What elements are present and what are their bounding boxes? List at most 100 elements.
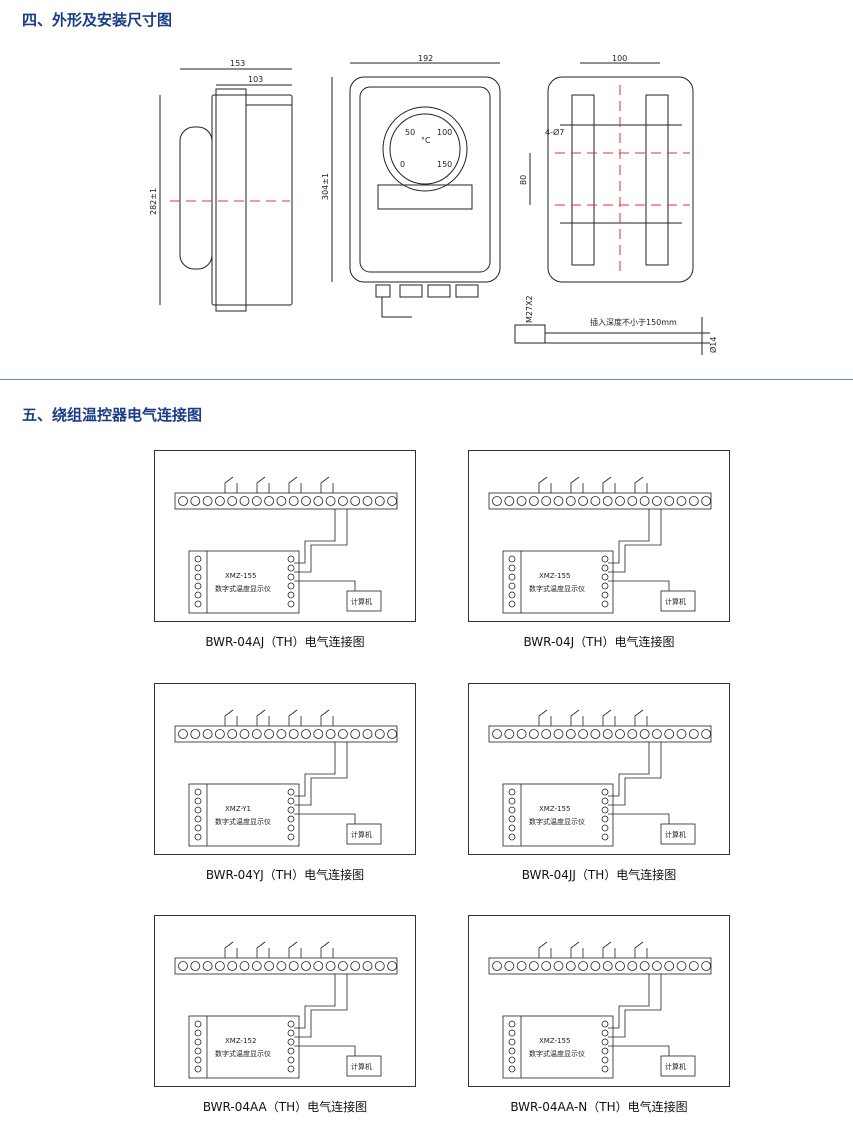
caption-04j: BWR-04J（TH）电气连接图 bbox=[523, 635, 675, 649]
dial-label-unit: °C bbox=[421, 136, 431, 145]
terminal bbox=[350, 961, 361, 971]
computer-label: 计算机 bbox=[665, 1062, 686, 1071]
terminal bbox=[337, 496, 348, 506]
terminal bbox=[553, 496, 564, 506]
computer-label: 计算机 bbox=[351, 830, 372, 839]
terminal bbox=[227, 961, 238, 971]
terminal bbox=[602, 496, 613, 506]
terminal bbox=[565, 961, 576, 971]
terminal bbox=[701, 961, 712, 971]
terminal bbox=[387, 729, 398, 739]
module-label: 数字式温度显示仪 bbox=[529, 1049, 585, 1058]
terminal bbox=[529, 729, 539, 739]
dim-80: 80 bbox=[519, 175, 528, 185]
terminal bbox=[301, 496, 311, 506]
terminal bbox=[492, 961, 502, 971]
terminal bbox=[288, 496, 299, 506]
terminal bbox=[553, 729, 564, 739]
terminal bbox=[325, 729, 336, 739]
terminal bbox=[639, 496, 650, 506]
terminal bbox=[251, 961, 262, 971]
terminal bbox=[492, 496, 502, 506]
terminal bbox=[651, 496, 662, 506]
terminal bbox=[387, 961, 398, 971]
terminal bbox=[251, 496, 262, 506]
terminal bbox=[313, 729, 324, 739]
terminal bbox=[688, 729, 699, 739]
terminal bbox=[190, 496, 201, 506]
dim-diameter: Ø14 bbox=[708, 337, 718, 353]
terminal bbox=[615, 729, 625, 739]
caption-04aa: BWR-04AA（TH）电气连接图 bbox=[202, 1100, 368, 1114]
terminal bbox=[313, 496, 324, 506]
terminal bbox=[190, 729, 201, 739]
terminal bbox=[504, 496, 515, 506]
terminal bbox=[288, 961, 299, 971]
terminal bbox=[701, 729, 712, 739]
caption-04aa-n: BWR-04AA-N（TH）电气连接图 bbox=[510, 1100, 688, 1114]
dim-103: 103 bbox=[248, 75, 263, 84]
module-model: XMZ-Y1 bbox=[225, 805, 251, 813]
terminal bbox=[578, 961, 588, 971]
terminal bbox=[701, 496, 712, 506]
terminal bbox=[276, 961, 287, 971]
terminal bbox=[541, 729, 552, 739]
terminal bbox=[178, 961, 188, 971]
terminal bbox=[590, 961, 601, 971]
module-model: XMZ-155 bbox=[539, 572, 570, 580]
terminal bbox=[676, 729, 687, 739]
module-label: 数字式温度显示仪 bbox=[529, 817, 585, 826]
terminal bbox=[639, 729, 650, 739]
terminal bbox=[264, 729, 274, 739]
dial-label-50: 50 bbox=[405, 128, 415, 137]
terminal bbox=[362, 961, 373, 971]
terminal bbox=[565, 729, 576, 739]
terminal bbox=[615, 961, 625, 971]
terminal bbox=[350, 729, 361, 739]
module-label: 数字式温度显示仪 bbox=[215, 1049, 271, 1058]
terminal bbox=[178, 496, 188, 506]
terminal bbox=[264, 961, 274, 971]
terminal bbox=[313, 961, 324, 971]
caption-04aj: BWR-04AJ（TH）电气连接图 bbox=[205, 635, 365, 649]
terminal bbox=[288, 729, 299, 739]
section-title-wiring: 五、绕组温控器电气连接图 bbox=[22, 406, 203, 424]
terminal bbox=[337, 729, 348, 739]
section-divider bbox=[0, 379, 853, 380]
terminal bbox=[239, 961, 250, 971]
module-model: XMZ-155 bbox=[539, 1037, 570, 1045]
terminal bbox=[590, 729, 601, 739]
terminal bbox=[337, 961, 348, 971]
terminal bbox=[529, 496, 539, 506]
terminal bbox=[578, 729, 588, 739]
terminal bbox=[362, 496, 373, 506]
dim-192: 192 bbox=[418, 55, 433, 63]
terminal bbox=[239, 729, 250, 739]
terminal bbox=[227, 496, 238, 506]
terminal bbox=[651, 961, 662, 971]
terminal bbox=[215, 496, 225, 506]
caption-04yj: BWR-04YJ（TH）电气连接图 bbox=[205, 868, 365, 882]
terminal bbox=[264, 496, 274, 506]
terminal bbox=[251, 729, 262, 739]
terminal bbox=[350, 496, 361, 506]
terminal bbox=[529, 961, 539, 971]
terminal bbox=[325, 961, 336, 971]
section-title-dimensions: 四、外形及安装尺寸图 bbox=[22, 11, 173, 29]
terminal bbox=[492, 729, 502, 739]
terminal bbox=[239, 496, 250, 506]
terminal bbox=[602, 729, 613, 739]
terminal bbox=[202, 729, 213, 739]
terminal bbox=[590, 496, 601, 506]
module-label: 数字式温度显示仪 bbox=[215, 584, 271, 593]
dim-100: 100 bbox=[612, 55, 627, 63]
terminal bbox=[227, 729, 238, 739]
